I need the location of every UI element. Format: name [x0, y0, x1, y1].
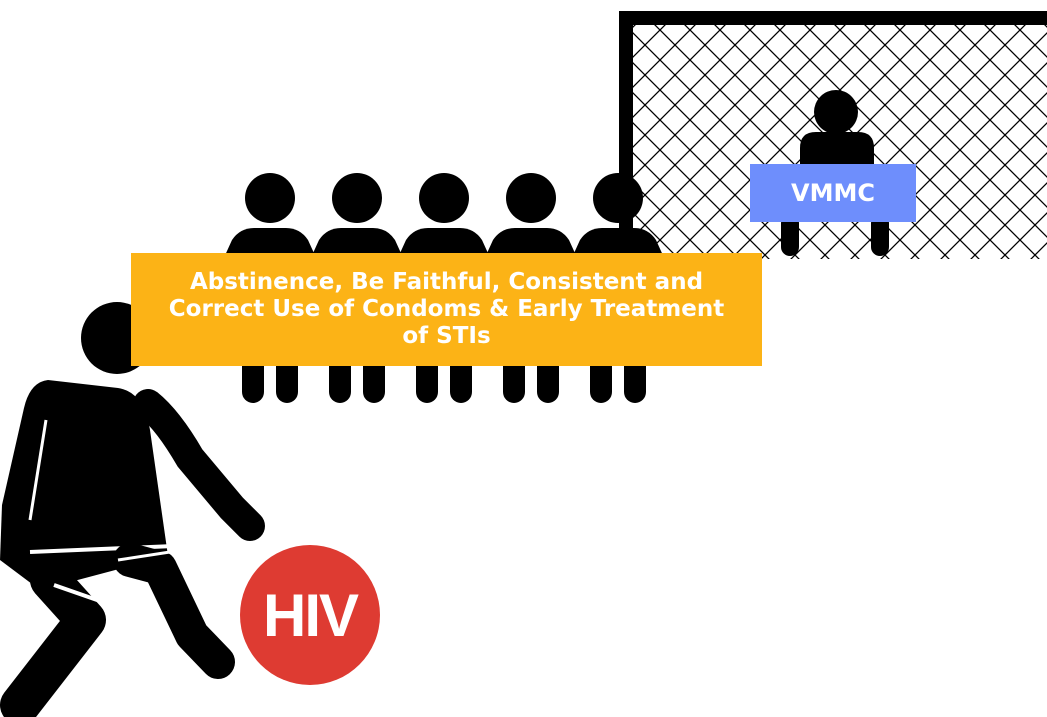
goalkeeper-person-icon [781, 90, 889, 256]
hiv-label: HIV [262, 582, 359, 649]
ball-icon [240, 545, 380, 685]
prevention-methods-label: Abstinence, Be Faithful, Consistent and … [131, 253, 762, 366]
vmmc-label: VMMC [750, 164, 916, 222]
